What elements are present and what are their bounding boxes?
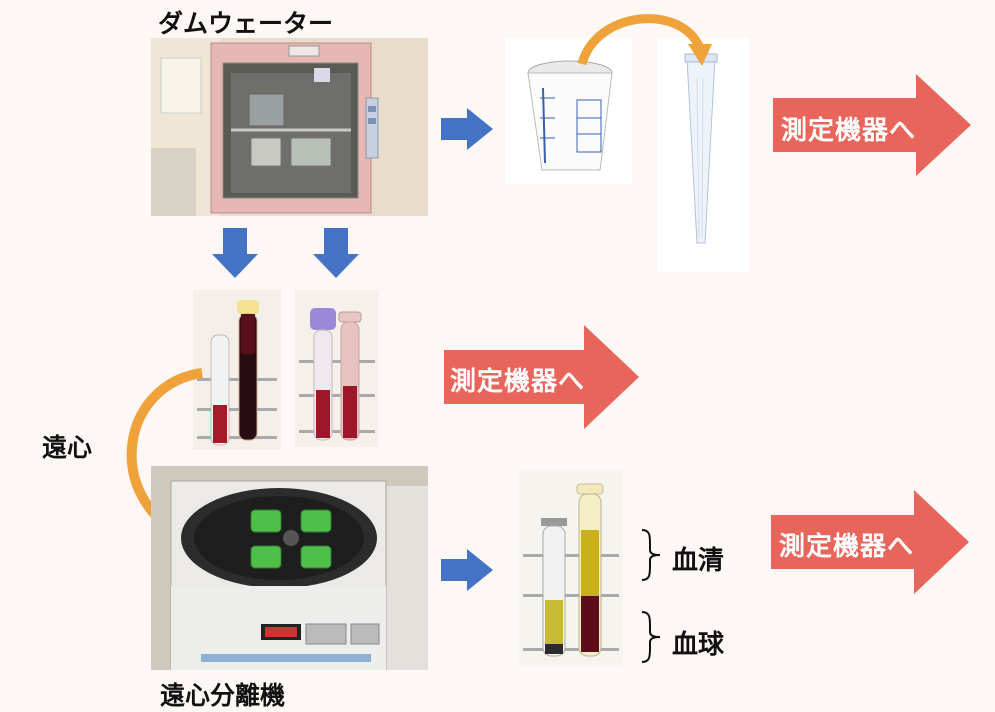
separated-serum-tubes-photo (519, 470, 623, 665)
centrifugation-label: 遠心 (42, 433, 93, 462)
blue-arrow-down-2 (313, 228, 359, 278)
blue-arrow-down-1 (212, 228, 258, 278)
orange-arrow-cup-to-tube (577, 14, 712, 66)
centrifuge-photo (151, 466, 428, 670)
dumbwaiter-photo (151, 38, 428, 216)
purple-cap-tubes-photo (295, 290, 378, 447)
to-instrument-arrow-2: 測定機器へ (444, 325, 639, 429)
to-instrument-arrow-1: 測定機器へ (773, 74, 971, 176)
serum-label: 血清 (672, 546, 725, 576)
blood-cells-brace (641, 611, 661, 663)
serum-brace (641, 529, 661, 581)
centrifuge-label: 遠心分離機 (160, 681, 286, 710)
urine-tube-photo (657, 38, 749, 272)
to-instrument-arrow-3: 測定機器へ (771, 490, 969, 594)
dumbwaiter-label: ダムウェーター (158, 9, 334, 38)
to-instrument-label-3: 測定機器へ (779, 532, 915, 562)
blood-tubes-photo (193, 290, 281, 450)
blood-cells-label: 血球 (672, 630, 725, 660)
to-instrument-label-2: 測定機器へ (450, 367, 586, 397)
blue-arrow-right-1 (441, 108, 493, 150)
urine-cup-photo (505, 38, 632, 184)
blue-arrow-right-2 (441, 549, 493, 591)
to-instrument-label-1: 測定機器へ (781, 116, 917, 146)
